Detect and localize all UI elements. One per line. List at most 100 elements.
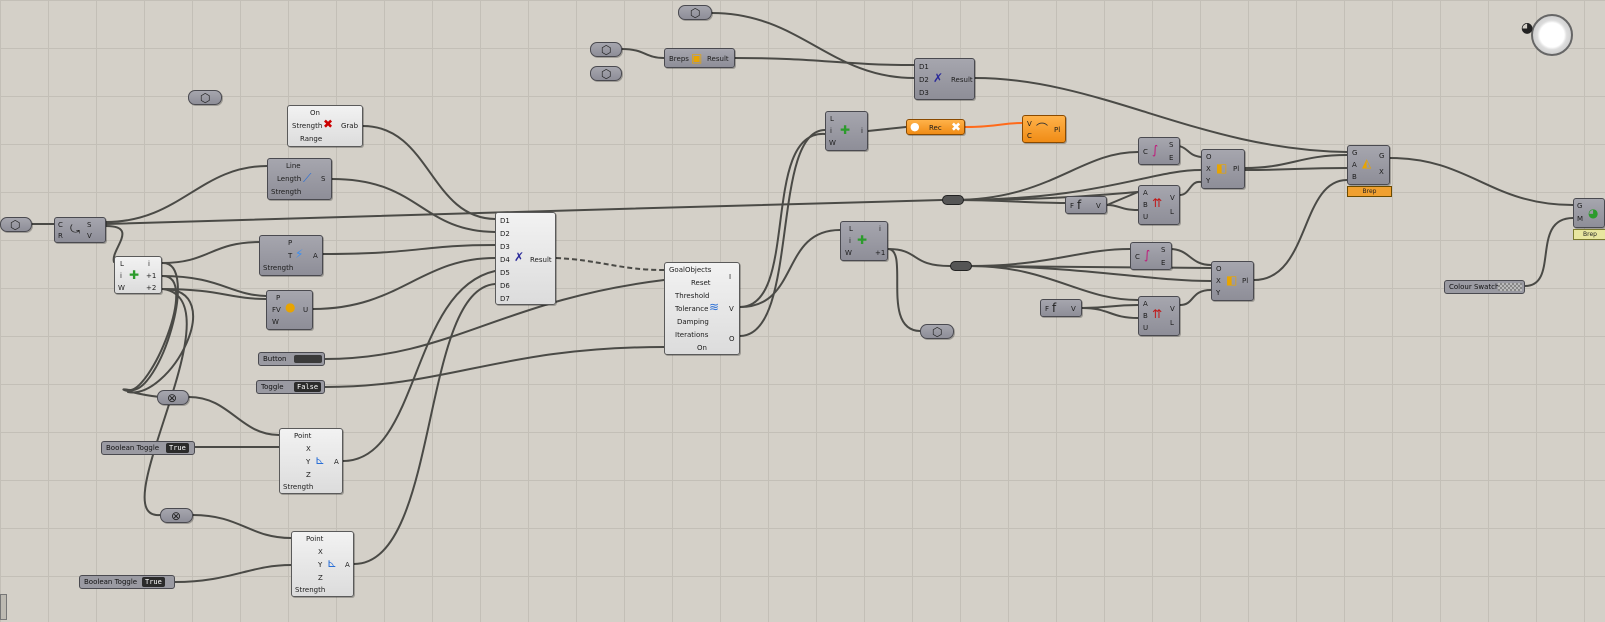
port-a[interactable]: A (313, 252, 318, 260)
port-o-out[interactable]: O (729, 335, 735, 343)
port-reset[interactable]: Reset (691, 279, 711, 287)
geometry-param-left[interactable]: ⬡ (0, 217, 32, 232)
clear-icon[interactable]: ✖ (951, 120, 962, 134)
boolean-toggle-value[interactable]: True (142, 577, 165, 587)
port-x[interactable]: X (1216, 277, 1221, 285)
boolean-toggle-1[interactable]: Boolean Toggle True (101, 441, 195, 455)
port-a[interactable]: A (1352, 161, 1357, 169)
port-s[interactable]: S (1161, 246, 1166, 254)
port-plus1[interactable]: +1 (875, 249, 886, 257)
port-d7[interactable]: D7 (500, 295, 510, 303)
port-l[interactable]: L (1170, 319, 1174, 327)
port-y[interactable]: Y (306, 458, 311, 466)
port-on[interactable]: On (310, 109, 320, 117)
port-d2[interactable]: D2 (500, 230, 510, 238)
port-grab[interactable]: Grab (341, 122, 359, 130)
port-point[interactable]: Point (294, 432, 312, 440)
port-iterations[interactable]: Iterations (675, 331, 709, 339)
mesh-param-out[interactable]: ⬡ (920, 324, 954, 339)
port-e[interactable]: E (1161, 259, 1166, 267)
port-p[interactable]: P (288, 239, 293, 247)
scroll-corner[interactable] (0, 594, 7, 620)
port-t[interactable]: T (288, 252, 293, 260)
port-strength[interactable]: Strength (263, 264, 294, 272)
port-length[interactable]: Length (277, 175, 302, 183)
multiply-operator-2[interactable]: ⊗ (160, 508, 193, 523)
port-tolerance[interactable]: Tolerance (675, 305, 709, 313)
port-i[interactable]: i (849, 237, 851, 245)
anchor-goal[interactable]: On Strength Range ✖ Grab (287, 105, 363, 147)
port-pl[interactable]: Pl (1054, 126, 1061, 134)
port-threshold[interactable]: Threshold (675, 292, 710, 300)
port-f[interactable]: F (1070, 202, 1075, 210)
boolean-toggle-2[interactable]: Boolean Toggle True (79, 575, 175, 589)
expression-1[interactable]: F f V (1065, 196, 1107, 214)
port-on[interactable]: On (697, 344, 707, 352)
vector-2pt-1[interactable]: A B U ⇈ V L (1138, 185, 1180, 225)
expression-2[interactable]: F f V (1040, 299, 1082, 317)
port-a[interactable]: A (345, 561, 350, 569)
port-e[interactable]: E (1169, 154, 1174, 162)
port-pl[interactable]: Pl (1233, 165, 1240, 173)
port-g[interactable]: G (1352, 149, 1358, 157)
port-x-out[interactable]: X (1379, 168, 1384, 176)
toggle-component[interactable]: Toggle False (256, 380, 325, 394)
port-x[interactable]: X (1206, 165, 1211, 173)
port-breps[interactable]: Breps (669, 55, 689, 63)
port-d6[interactable]: D6 (500, 282, 510, 290)
construct-plane-2[interactable]: O X Y ◧ Pl (1211, 261, 1254, 301)
port-w[interactable]: W (272, 318, 279, 326)
port-v[interactable]: V (1170, 305, 1175, 313)
port-l[interactable]: L (830, 115, 834, 123)
port-u[interactable]: U (1143, 213, 1149, 221)
port-l[interactable]: L (120, 260, 124, 268)
load-goal[interactable]: P FV W ● U (266, 290, 313, 330)
merge-breps[interactable]: Breps ▣ Result (664, 48, 735, 68)
construct-plane-1[interactable]: O X Y ◧ Pl (1201, 149, 1245, 189)
port-u[interactable]: U (1143, 324, 1149, 332)
port-plus1[interactable]: +1 (146, 272, 157, 280)
port-s[interactable]: S (87, 221, 92, 229)
port-s[interactable]: S (321, 175, 326, 183)
port-i-out[interactable]: I (729, 273, 732, 281)
brep-param-top[interactable]: ⬡ (678, 5, 712, 20)
port-goalobjects[interactable]: GoalObjects (669, 266, 712, 274)
port-a[interactable]: A (1143, 300, 1148, 308)
button-face[interactable] (294, 355, 322, 363)
toggle-value[interactable]: False (294, 382, 322, 392)
list-item-mid[interactable]: L i W ✚ i +1 (840, 221, 888, 261)
port-i[interactable]: i (830, 127, 832, 135)
port-pl[interactable]: Pl (1242, 277, 1249, 285)
port-i-out[interactable]: i (879, 225, 881, 233)
port-c[interactable]: C (58, 221, 63, 229)
port-v[interactable]: V (1170, 194, 1175, 202)
port-d2[interactable]: D2 (919, 76, 929, 84)
port-a[interactable]: A (1143, 189, 1148, 197)
multiply-operator-1[interactable]: ⊗ (157, 390, 189, 405)
port-result[interactable]: Result (707, 55, 729, 63)
subcurve-2[interactable]: C ∫ S E (1130, 242, 1172, 270)
port-y[interactable]: Y (318, 561, 323, 569)
list-item-top[interactable]: L i W ✚ i (825, 111, 868, 151)
port-x[interactable]: X (318, 548, 323, 556)
port-strength[interactable]: Strength (292, 122, 323, 130)
port-range[interactable]: Range (300, 135, 323, 143)
kangaroo-solver[interactable]: GoalObjects Reset Threshold Tolerance Da… (664, 262, 740, 355)
button-component[interactable]: Button (258, 352, 325, 366)
port-w[interactable]: W (118, 284, 125, 292)
port-c[interactable]: C (1135, 253, 1140, 261)
brep-param-b[interactable]: ⬡ (590, 66, 622, 81)
port-plus2[interactable]: +2 (146, 284, 157, 292)
data-recorder[interactable]: ● Rec ✖ (906, 119, 965, 135)
port-w[interactable]: W (829, 139, 836, 147)
port-c[interactable]: C (1143, 148, 1148, 156)
port-fv[interactable]: FV (272, 306, 281, 314)
length-goal[interactable]: Line Length Strength ⟋ S (267, 158, 332, 200)
port-point[interactable]: Point (306, 535, 324, 543)
merge-top[interactable]: D1 D2 D3 ✗ Result (914, 58, 975, 100)
port-f[interactable]: F (1045, 305, 1050, 313)
port-v[interactable]: V (1071, 305, 1076, 313)
point-goal-2[interactable]: Point X Y Z Strength ⊾ A (291, 531, 354, 597)
colour-swatch[interactable]: Colour Swatch (1444, 280, 1525, 294)
port-d5[interactable]: D5 (500, 269, 510, 277)
